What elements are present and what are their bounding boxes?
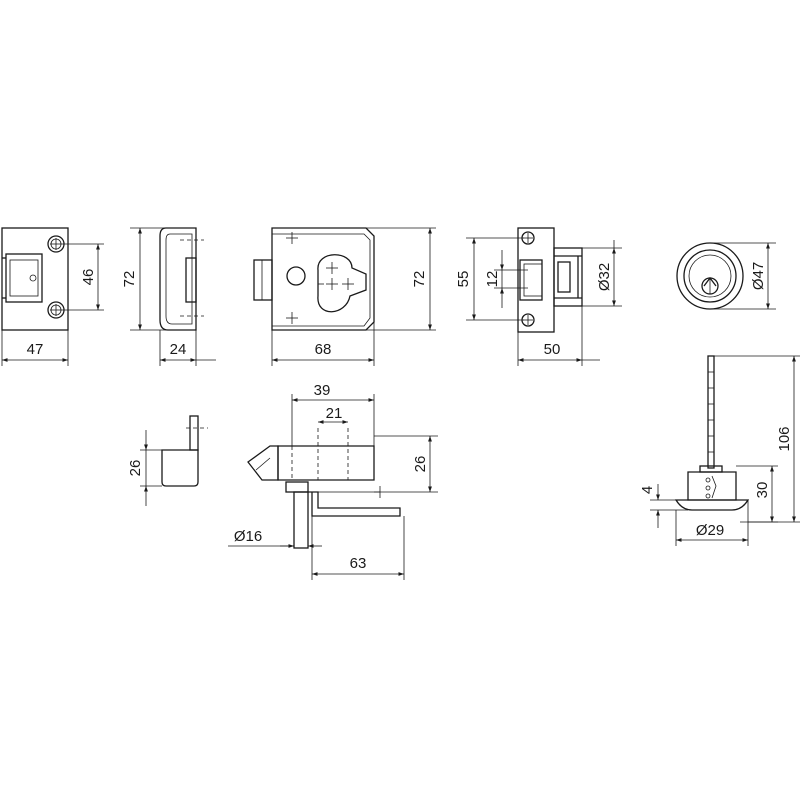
dim-label-o32: Ø32 [596,263,613,291]
rear-bolt-housing [519,259,543,301]
rear-view: 55 12 Ø32 50 [455,227,622,366]
screw-icon [47,235,65,253]
knob-collar [285,481,309,493]
dim-label-26: 26 [412,456,429,473]
dim-label-39: 39 [314,382,331,399]
cylinder-face-view: Ø47 [676,242,776,310]
dim-label-o29: Ø29 [696,522,724,539]
dim-label-50: 50 [544,341,561,358]
top-view: 39 21 26 Ø16 63 [228,382,438,580]
strike-recess-inner [9,259,39,297]
strike-plate-view: 46 47 [1,227,104,366]
cylinder-side-view: 106 30 4 Ø29 [639,355,800,546]
dim-label-o47: Ø47 [750,262,767,290]
dim-label-72: 72 [411,271,428,288]
keep-box [161,449,199,487]
crosshair-icon [286,232,354,324]
dim-label-55: 55 [455,271,472,288]
front-bolt [253,259,273,301]
dim-label-106: 106 [776,426,793,451]
dim-label-46: 46 [80,269,97,286]
release-hole [286,266,306,286]
dim-label-4: 4 [639,486,656,494]
dim-label-47: 47 [27,341,44,358]
dim-label-12: 12 [484,271,501,288]
front-view: 72 68 [253,227,436,366]
handle-bar [308,491,401,517]
side-bolt [185,257,197,303]
dim-label-21: 21 [326,405,343,422]
strike-pin [29,274,37,282]
dim-label-26: 26 [127,460,144,477]
dim-label-24: 24 [170,341,187,358]
side-view: 72 24 [121,227,216,366]
top-latch [247,445,279,481]
side-outline [159,227,197,331]
dim-label-63: 63 [350,555,367,572]
dim-label-68: 68 [315,341,332,358]
spindle [707,355,715,469]
keep-flange [189,415,199,451]
pin-icon [705,475,717,499]
knob-stem [293,491,309,549]
knob-outline [317,254,367,313]
dim-label-30: 30 [754,482,771,499]
dim-label-72: 72 [121,271,138,288]
strike-plate-outline [1,227,69,331]
strike-recess [5,253,43,303]
small-keep-view: 26 [127,415,208,506]
dim-label-o16: Ø16 [234,528,262,545]
cylinder-rose-flange [674,499,750,511]
screw-icon [47,301,65,319]
cylinder-rose [676,242,744,310]
rear-case [553,247,583,307]
